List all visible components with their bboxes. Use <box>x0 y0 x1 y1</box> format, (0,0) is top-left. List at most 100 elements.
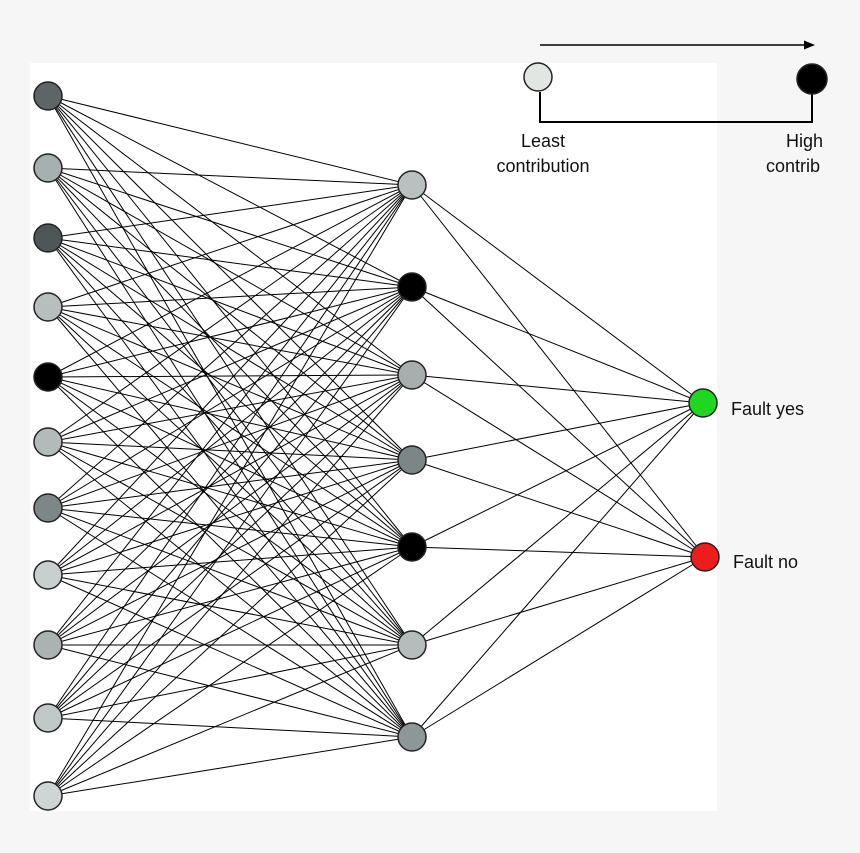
hidden-node-1 <box>397 170 427 200</box>
edge-input-10-hidden-4 <box>47 459 413 719</box>
legend-high-label-line2: contrib <box>766 156 820 176</box>
hidden-node-3 <box>397 360 427 390</box>
edge-input-8-hidden-7 <box>47 574 413 738</box>
legend-bracket <box>539 92 813 123</box>
edge-input-2-hidden-7 <box>47 167 413 738</box>
hidden-node-5 <box>397 532 427 562</box>
edge-input-1-hidden-1 <box>47 95 413 186</box>
output-label-group: Fault yes Fault no <box>731 399 804 572</box>
legend-least-label-line1: Least <box>521 131 565 151</box>
edge-input-4-hidden-4 <box>47 306 413 461</box>
input-node-1 <box>33 81 63 111</box>
edge-hidden-4-output-1 <box>411 402 704 461</box>
input-node-5 <box>33 362 63 392</box>
edge-input-2-hidden-2 <box>47 167 413 288</box>
hidden-node-2 <box>397 272 427 302</box>
edge-hidden-2-output-2 <box>411 286 706 558</box>
hidden-node-6 <box>397 630 427 660</box>
edge-input-7-hidden-5 <box>47 507 413 548</box>
edge-input-2-hidden-5 <box>47 167 413 548</box>
edge-input-10-hidden-3 <box>47 374 413 719</box>
edge-input-7-hidden-6 <box>47 507 413 646</box>
edge-input-8-hidden-1 <box>47 184 413 576</box>
input-node-7 <box>33 493 63 523</box>
edge-input-6-hidden-5 <box>47 441 413 548</box>
edge-hidden-4-output-2 <box>411 459 706 558</box>
edge-input-5-hidden-1 <box>47 184 413 378</box>
edge-input-7-hidden-4 <box>47 459 413 509</box>
edge-input-6-hidden-1 <box>47 184 413 443</box>
edge-input-3-hidden-3 <box>47 237 413 376</box>
edge-input-4-hidden-5 <box>47 306 413 548</box>
output-label-fault-no: Fault no <box>733 552 798 572</box>
edge-input-4-hidden-7 <box>47 306 413 738</box>
edge-input-8-hidden-6 <box>47 574 413 646</box>
edge-input-8-hidden-2 <box>47 286 413 576</box>
edge-input-10-hidden-1 <box>47 184 413 719</box>
edge-input-11-hidden-5 <box>47 546 413 797</box>
edge-input-4-hidden-1 <box>47 184 413 308</box>
edge-input-4-hidden-3 <box>47 306 413 376</box>
edge-input-1-hidden-3 <box>47 95 413 376</box>
edge-input-10-hidden-2 <box>47 286 413 719</box>
edge-input-3-hidden-1 <box>47 184 413 239</box>
edge-group <box>47 95 706 797</box>
edge-input-3-hidden-4 <box>47 237 413 461</box>
edge-input-6-hidden-6 <box>47 441 413 646</box>
edge-hidden-2-output-1 <box>411 286 704 404</box>
edge-hidden-5-output-1 <box>411 402 704 548</box>
input-node-4 <box>33 292 63 322</box>
legend-least-label-line2: contribution <box>496 156 589 176</box>
legend-highest-node <box>796 63 828 95</box>
input-node-10 <box>33 703 63 733</box>
input-node-9 <box>33 630 63 660</box>
edge-hidden-1-output-1 <box>411 184 704 404</box>
edge-input-2-hidden-3 <box>47 167 413 376</box>
edge-hidden-7-output-2 <box>411 556 706 738</box>
edge-input-6-hidden-3 <box>47 374 413 443</box>
edge-input-3-hidden-5 <box>47 237 413 548</box>
edge-input-2-hidden-6 <box>47 167 413 646</box>
input-node-8 <box>33 560 63 590</box>
node-group <box>33 81 720 811</box>
output-node-fault-yes <box>688 388 718 418</box>
edge-input-9-hidden-2 <box>47 286 413 646</box>
edge-input-10-hidden-7 <box>47 717 413 738</box>
contribution-legend: Least contribution High contrib <box>496 40 828 176</box>
hidden-node-7 <box>397 722 427 752</box>
edge-hidden-3-output-2 <box>411 374 706 558</box>
edge-hidden-1-output-2 <box>411 184 706 558</box>
edge-input-9-hidden-4 <box>47 459 413 646</box>
legend-least-node <box>523 62 553 92</box>
legend-arrow-head <box>804 40 815 50</box>
legend-high-label-line1: High <box>786 131 823 151</box>
edge-input-5-hidden-7 <box>47 376 413 738</box>
edge-input-11-hidden-4 <box>47 459 413 797</box>
edge-input-10-hidden-6 <box>47 644 413 719</box>
edge-input-11-hidden-3 <box>47 374 413 797</box>
edge-hidden-7-output-1 <box>411 402 704 738</box>
edge-input-8-hidden-3 <box>47 374 413 576</box>
output-label-fault-yes: Fault yes <box>731 399 804 419</box>
edge-input-3-hidden-2 <box>47 237 413 288</box>
edge-input-7-hidden-7 <box>47 507 413 738</box>
edge-input-7-hidden-3 <box>47 374 413 509</box>
edge-input-9-hidden-3 <box>47 374 413 646</box>
input-node-6 <box>33 427 63 457</box>
edge-input-11-hidden-7 <box>47 736 413 797</box>
edge-input-8-hidden-4 <box>47 459 413 576</box>
edge-input-3-hidden-7 <box>47 237 413 738</box>
input-node-3 <box>33 223 63 253</box>
input-node-11 <box>33 781 63 811</box>
edge-input-7-hidden-2 <box>47 286 413 509</box>
edge-hidden-6-output-2 <box>411 556 706 646</box>
edge-input-11-hidden-2 <box>47 286 413 797</box>
edge-input-5-hidden-3 <box>47 374 413 378</box>
edge-input-4-hidden-2 <box>47 286 413 308</box>
edge-input-1-hidden-2 <box>47 95 413 288</box>
edge-input-5-hidden-5 <box>47 376 413 548</box>
edge-input-1-hidden-4 <box>47 95 413 461</box>
edge-input-11-hidden-6 <box>47 644 413 797</box>
